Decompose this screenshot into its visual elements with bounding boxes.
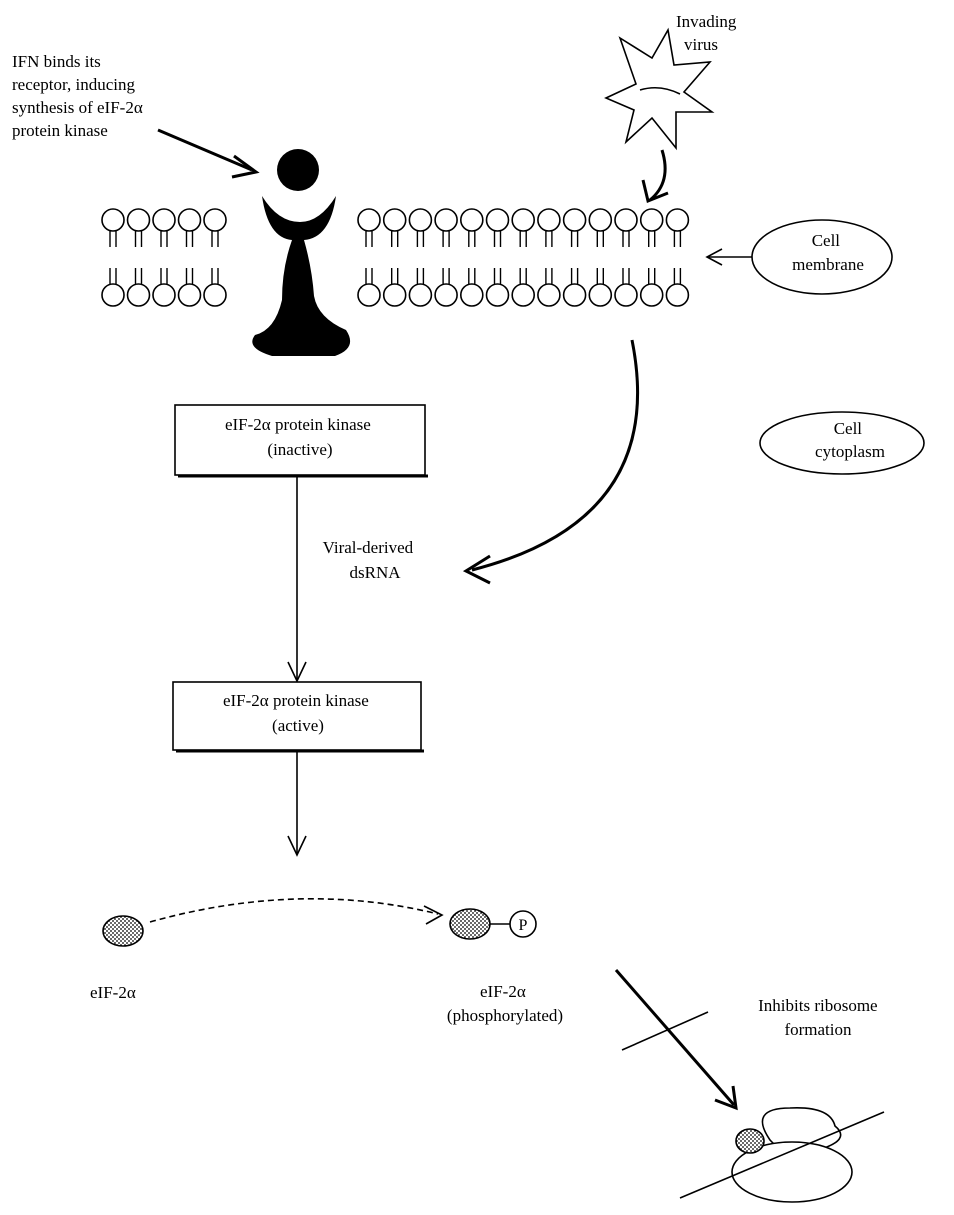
lipid-head (511, 208, 536, 232)
lipid-head (152, 283, 176, 307)
virus-icon (604, 27, 715, 151)
lipid-head (126, 208, 151, 232)
eif2a-left-label: eIF-2α (90, 983, 136, 1002)
lipid-head (434, 208, 458, 232)
lipid-head (126, 283, 151, 307)
lipid-head (485, 283, 510, 307)
cell-membrane-label: Cell membrane (792, 231, 864, 274)
kinase-active-label: eIF-2α protein kinase (active) (223, 691, 373, 735)
dashed-conversion-arrow (149, 897, 444, 925)
lipid-head (639, 283, 664, 307)
lipid-head (665, 208, 690, 232)
lipid-head (357, 208, 381, 232)
ifn-label: IFN binds its receptor, inducing synthes… (12, 52, 147, 140)
kinase-active-box (172, 681, 422, 751)
ribosome-icon (679, 1107, 885, 1203)
lipid-head (537, 283, 561, 307)
ifn-receptor (252, 149, 351, 356)
cell-membrane-bilayer (101, 208, 690, 307)
lipid-head (382, 283, 407, 307)
ifn-ligand (277, 149, 319, 191)
eif2a-molecule-right (449, 908, 491, 940)
lipid-head (101, 208, 125, 232)
lipid-head (177, 208, 202, 232)
ifn-arrow (157, 128, 260, 179)
lipid-head (357, 283, 381, 307)
phosphate-group (509, 910, 537, 938)
dsrna-arrow (462, 339, 640, 585)
lipid-head (614, 283, 638, 307)
lipid-head (177, 283, 202, 307)
lipid-head (459, 208, 484, 232)
virus-arrow (641, 149, 669, 204)
lipid-head (101, 283, 125, 307)
lipid-head (434, 283, 458, 307)
lipid-head (382, 208, 407, 232)
lipid-head (588, 208, 613, 232)
lipid-head (511, 283, 536, 307)
lipid-head (639, 208, 664, 232)
phosphate-label: P (519, 917, 528, 934)
dsrna-label: Viral-derived dsRNA (323, 538, 418, 582)
cell-cytoplasm-label: Cell cytoplasm (815, 419, 885, 461)
virus-label: Invading virus (676, 12, 741, 54)
eif2a-phosphorylated-label: eIF-2α (phosphorylated) (447, 982, 563, 1025)
eif2a-molecule-left (102, 915, 144, 947)
lipid-head (537, 208, 561, 232)
lipid-head (408, 208, 433, 232)
activation-arrow (287, 476, 307, 683)
lipid-head (152, 208, 176, 232)
lipid-head (203, 208, 227, 232)
lipid-head (203, 283, 227, 307)
lipid-head (665, 283, 690, 307)
inhibition-arrow (614, 969, 738, 1111)
membrane-pointer-arrow (705, 248, 752, 266)
lipid-head (614, 208, 638, 232)
lipid-head (485, 208, 510, 232)
lipid-head (459, 283, 484, 307)
kinase-inactive-label: eIF-2α protein kinase (inactive) (225, 415, 375, 459)
lipid-head (562, 208, 587, 232)
lipid-head (408, 283, 433, 307)
cell-cytoplasm-ellipse (759, 411, 925, 475)
inhibits-label: Inhibits ribosome formation (758, 996, 882, 1039)
lipid-head (562, 283, 587, 307)
lipid-head (588, 283, 613, 307)
phosphorylation-arrow (287, 751, 307, 857)
